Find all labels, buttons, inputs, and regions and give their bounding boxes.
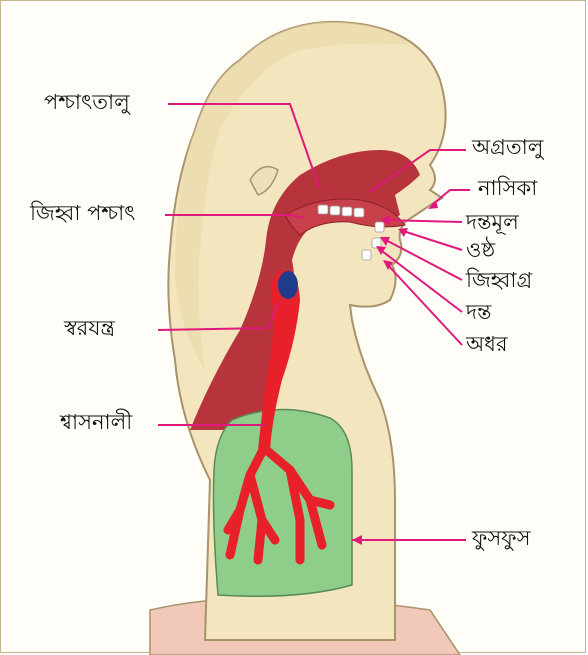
label-alveolar-ridge: দন্তমূল — [466, 212, 519, 233]
label-nose: নাসিকা — [478, 178, 537, 199]
label-hard-palate-front: অগ্রতালু — [472, 137, 543, 158]
label-teeth: দন্ত — [466, 302, 492, 323]
label-larynx: স্বরযন্ত্র — [64, 318, 115, 339]
label-trachea: শ্বাসনালী — [60, 412, 132, 433]
glottis — [278, 271, 298, 299]
label-tongue-back: জিহ্বা পশ্চাৎ — [30, 203, 135, 224]
label-lower-lip: অধর — [466, 334, 508, 355]
label-tongue-tip: জিহ্বাগ্র — [466, 270, 532, 291]
label-lungs: ফুসফুস — [472, 528, 530, 549]
label-hard-palate-back: পশ্চাৎতালু — [44, 92, 130, 113]
leader-upper-lip — [400, 230, 462, 250]
label-upper-lip: ওষ্ঠ — [466, 240, 495, 261]
